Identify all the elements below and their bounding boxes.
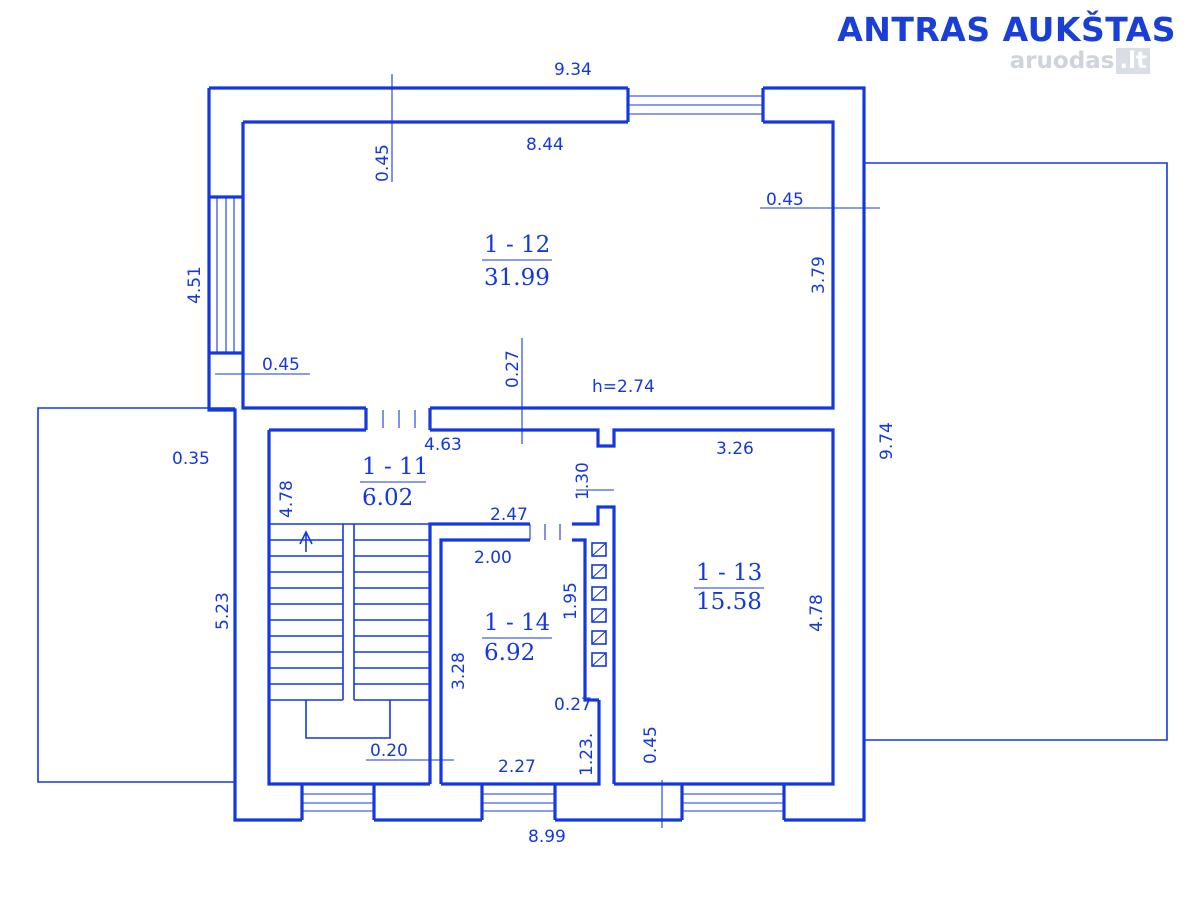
dim-partition: 0.27 [503,350,523,388]
room-label: 1 - 14 [484,610,550,636]
dim-wall-top: 0.45 [373,144,393,182]
room-label: 1 - 11 [362,454,428,480]
dim-balcony-left: 0.35 [172,449,210,469]
room-label: 1 - 13 [696,560,762,586]
room-1-13: 1 - 13 15.58 [694,560,764,615]
dim-room13-length: 4.78 [807,594,827,632]
dim-closet: 1.23. [577,733,597,776]
dim-stair-width: 4.63 [424,435,462,455]
dim-wall-bottom: 0.45 [641,726,661,764]
dim-top-outer: 9.34 [554,60,592,80]
dim-bottom-total: 8.99 [528,827,566,847]
dim-stair-gap: 0.20 [370,741,408,761]
dimension-labels: 9.34 8.44 0.45 0.45 4.51 0.45 3.79 0.27 … [172,60,897,847]
room-1-11: 1 - 11 6.02 [360,454,428,511]
watermark-text: aruodas [1009,48,1115,74]
dim-room14-width: 2.00 [474,548,512,568]
dim-room14-length: 3.28 [449,652,469,690]
dim-corridor: 2.47 [490,505,528,525]
dim-wall-right: 0.45 [766,190,804,210]
room-1-12: 1 - 12 31.99 [482,232,552,291]
watermark-tld: .lt [1116,48,1150,74]
room-area: 15.58 [696,589,762,615]
watermark-logo: aruodas.lt [1010,48,1150,74]
dim-top-inner: 8.44 [526,135,564,155]
exterior-walls [207,86,866,822]
dim-wall-inner: 0.27 [554,695,592,715]
dim-left-upper: 4.51 [185,266,205,304]
dim-stair-length: 4.78 [277,480,297,518]
room-1-14: 1 - 14 6.92 [482,610,552,666]
staircase [269,523,430,739]
ventilation-shafts [591,542,607,667]
dim-ceiling: h=2.74 [592,377,655,397]
dim-room13-width: 3.26 [716,439,754,459]
dim-left-lower: 5.23 [213,592,233,630]
room-label: 1 - 12 [484,232,550,258]
dimension-lines [215,74,880,828]
dim-wall-left: 0.45 [262,355,300,375]
dim-right-total: 9.74 [877,422,897,460]
windows [216,95,786,820]
plan-title: ANTRAS AUKŠTAS [837,10,1176,49]
room-area: 31.99 [484,265,550,291]
dim-room14-side: 1.95 [561,582,581,620]
balconies [37,162,1168,783]
dim-room14-bottom: 2.27 [498,757,536,777]
interior-walls [267,408,835,786]
room-area: 6.02 [362,485,413,511]
dim-niche: 1.30 [573,462,593,500]
room-area: 6.92 [484,640,535,666]
dim-room12-height: 3.79 [809,256,829,294]
